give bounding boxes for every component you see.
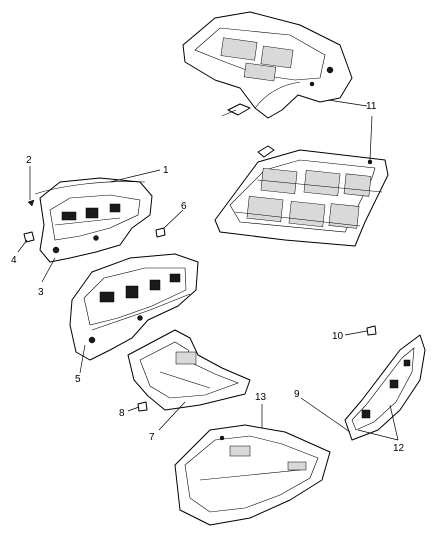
callout-13: 13 [255,392,267,403]
callout-1: 1 [163,165,169,176]
callout-10: 10 [332,331,344,342]
floor-silencer-front [127,329,251,411]
callout-9: 9 [294,389,300,400]
callout-labels: 1 2 3 4 5 6 7 8 9 10 11 12 13 [11,101,405,454]
callout-5: 5 [75,374,81,385]
rear-panel-silencer [344,334,426,441]
direction-arrow-lower [257,145,275,158]
dash-silencer-lower [69,253,199,361]
fastener-part-6 [155,227,166,238]
fastener-part-10 [366,325,377,336]
callout-3: 3 [38,287,44,298]
callout-6: 6 [181,201,187,212]
callout-12: 12 [393,443,405,454]
callout-4: 4 [11,255,17,266]
clip-part-2 [27,199,35,207]
callout-2: 2 [26,155,32,166]
fastener-part-4 [23,231,35,243]
dash-silencer-upper [34,177,153,263]
floor-silencer-rear [174,424,331,526]
direction-arrow-upper [221,103,251,117]
callout-11: 11 [366,101,377,112]
headliner-upper-view [182,11,353,119]
callout-8: 8 [119,408,125,419]
headliner-lower-view [214,149,389,247]
leader-lines [17,99,399,441]
fastener-part-8 [137,401,148,412]
callout-7: 7 [149,432,155,443]
